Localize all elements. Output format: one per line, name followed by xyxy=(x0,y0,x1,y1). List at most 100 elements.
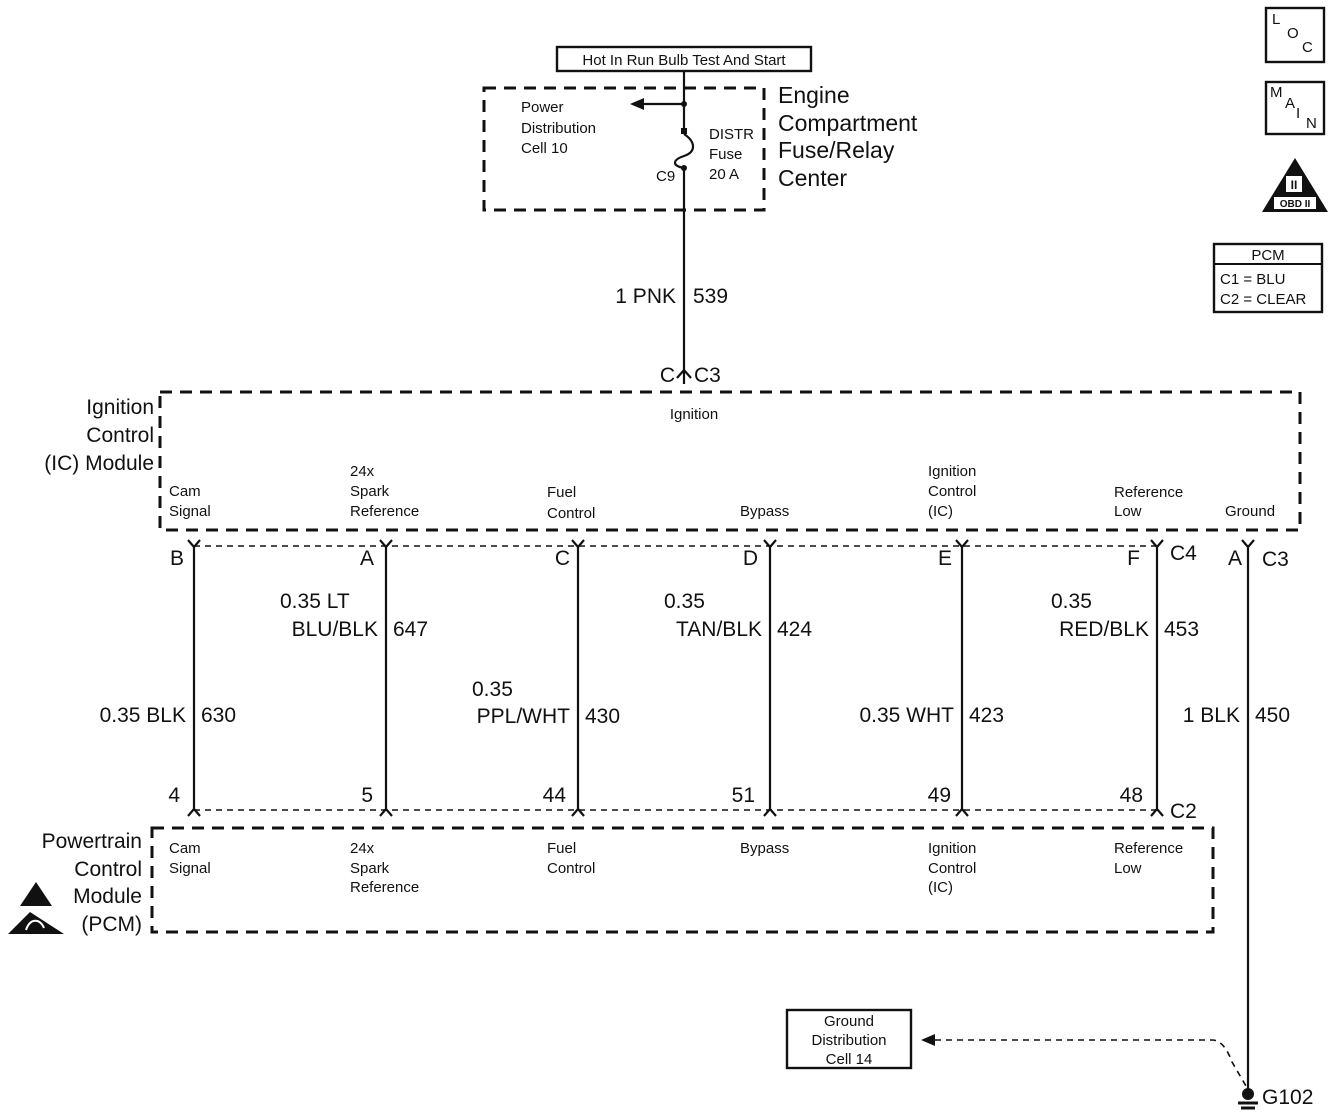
connector-c3-ground-label: C3 xyxy=(1262,548,1289,571)
svg-text:Module: Module xyxy=(73,885,142,908)
pcm-module-box xyxy=(150,826,1215,934)
svg-text:A: A xyxy=(1285,95,1295,112)
svg-text:II: II xyxy=(1291,178,1298,192)
ic-terminal-cam-signal: Cam Signal xyxy=(169,483,211,520)
svg-text:Fuse/Relay: Fuse/Relay xyxy=(778,137,895,163)
svg-text:Ground: Ground xyxy=(1225,503,1275,520)
svg-text:Reference: Reference xyxy=(1114,484,1183,501)
wire-539-color: 1 PNK xyxy=(615,285,676,308)
wire-423-top-pin: E xyxy=(938,547,952,570)
connector-c4-label: C4 xyxy=(1170,542,1197,565)
svg-text:Control: Control xyxy=(928,860,976,877)
svg-text:Cell 14: Cell 14 xyxy=(826,1051,873,1068)
svg-text:(IC) Module: (IC) Module xyxy=(44,452,154,475)
svg-text:Reference: Reference xyxy=(350,503,419,520)
svg-text:Reference: Reference xyxy=(1114,840,1183,857)
pcm-terminal-cam-signal: Cam Signal xyxy=(169,840,211,877)
wire-539-circuit: 539 xyxy=(693,285,728,308)
svg-text:Control: Control xyxy=(74,858,142,881)
wire-453-circuit: 453 xyxy=(1164,618,1199,641)
svg-text:Cam: Cam xyxy=(169,840,201,857)
esd-warning-icon xyxy=(20,882,52,906)
fuse-center-title: Engine Compartment Fuse/Relay Center xyxy=(778,82,918,191)
svg-text:20 A: 20 A xyxy=(709,166,739,183)
wire-450-color: 1 BLK xyxy=(1183,704,1240,727)
main-icon[interactable]: M A I N xyxy=(1264,80,1326,136)
wire-453-color-2: RED/BLK xyxy=(1059,618,1149,641)
wire-630-bottom-pin: 4 xyxy=(168,784,180,807)
wire-430-bottom-pin: 44 xyxy=(543,784,567,807)
wire-630-top-pin: B xyxy=(170,547,184,570)
svg-text:Ground: Ground xyxy=(824,1013,874,1030)
svg-text:Low: Low xyxy=(1114,503,1142,520)
pcm-terminal-24x-spark-reference: 24x Spark Reference xyxy=(350,840,419,896)
svg-text:Cam: Cam xyxy=(169,483,201,500)
svg-text:Spark: Spark xyxy=(350,483,390,500)
pcm-legend: PCM C1 = BLU C2 = CLEAR xyxy=(1212,242,1324,314)
svg-text:I: I xyxy=(1296,105,1300,122)
ground-symbol-icon xyxy=(1238,1088,1258,1110)
wire-424-top-pin: D xyxy=(743,547,758,570)
svg-text:(IC): (IC) xyxy=(928,503,953,520)
wire-647-bottom-pin: 5 xyxy=(361,784,373,807)
svg-text:Bypass: Bypass xyxy=(740,840,789,857)
fuse-label: DISTR Fuse 20 A xyxy=(709,126,754,183)
wire-424: D 51 0.35 TAN/BLK 424 xyxy=(664,539,812,817)
arrow-left-icon xyxy=(921,1034,935,1046)
fuse-center-box xyxy=(482,86,766,212)
ic-terminal-reference-low: Reference Low xyxy=(1114,484,1183,520)
svg-text:C: C xyxy=(1302,39,1313,56)
wire-423: E 49 0.35 WHT 423 xyxy=(859,539,1004,817)
svg-text:L: L xyxy=(1272,11,1280,28)
loc-icon[interactable]: L O C xyxy=(1264,6,1326,64)
svg-text:24x: 24x xyxy=(350,463,375,480)
top-pin-label: C xyxy=(660,364,675,387)
svg-text:Bypass: Bypass xyxy=(740,503,789,520)
fuse-icon xyxy=(673,133,695,170)
wire-630-circuit: 630 xyxy=(201,704,236,727)
pcm-terminal-ignition-control: Ignition Control (IC) xyxy=(928,840,976,896)
svg-text:Distribution: Distribution xyxy=(521,120,596,137)
svg-text:C1 = BLU: C1 = BLU xyxy=(1220,271,1285,288)
svg-text:Low: Low xyxy=(1114,860,1142,877)
pcm-terminal-reference-low: Reference Low xyxy=(1114,840,1183,877)
svg-text:Powertrain: Powertrain xyxy=(42,830,142,853)
power-label-box: Hot In Run Bulb Test And Start xyxy=(555,45,813,73)
obd-ii-icon[interactable]: II OBD II xyxy=(1262,158,1328,212)
ignition-label: Ignition xyxy=(670,406,718,423)
wire-430-color-1: 0.35 xyxy=(472,678,513,701)
svg-text:Reference: Reference xyxy=(350,879,419,896)
pcm-module-title: Powertrain Control Module (PCM) xyxy=(42,830,142,936)
svg-text:Fuel: Fuel xyxy=(547,840,576,857)
ground-distribution-label: Ground Distribution Cell 14 xyxy=(811,1013,886,1068)
svg-text:Control: Control xyxy=(86,424,154,447)
wire-423-color: 0.35 WHT xyxy=(859,704,954,727)
ground-distribution-box xyxy=(785,1008,913,1070)
wire-424-bottom-pin: 51 xyxy=(732,784,755,807)
wire-423-circuit: 423 xyxy=(969,704,1004,727)
connector-c3-symbol xyxy=(676,368,692,379)
power-distribution-label: Power Distribution Cell 10 xyxy=(521,99,596,157)
svg-text:M: M xyxy=(1270,84,1283,101)
svg-text:O: O xyxy=(1287,25,1299,42)
svg-text:Ignition: Ignition xyxy=(928,840,976,857)
pcm-terminal-fuel-control: Fuel Control xyxy=(547,840,595,877)
svg-text:Ignition: Ignition xyxy=(86,396,154,419)
svg-text:Engine: Engine xyxy=(778,82,850,108)
svg-text:C2 = CLEAR: C2 = CLEAR xyxy=(1220,291,1306,308)
wire-630-color: 0.35 BLK xyxy=(100,704,186,727)
svg-text:(IC): (IC) xyxy=(928,879,953,896)
svg-text:N: N xyxy=(1306,115,1317,132)
svg-text:Signal: Signal xyxy=(169,860,211,877)
ground-reference-line xyxy=(935,1039,1247,1087)
svg-text:Spark: Spark xyxy=(350,860,390,877)
wire-647-circuit: 647 xyxy=(393,618,428,641)
ic-terminal-bypass: Bypass xyxy=(740,503,789,520)
svg-text:(PCM): (PCM) xyxy=(81,913,142,936)
svg-text:DISTR: DISTR xyxy=(709,126,754,143)
wire-630: B 4 0.35 BLK 630 xyxy=(100,539,236,817)
wire-424-color-1: 0.35 xyxy=(664,590,705,613)
ic-terminal-ignition-control: Ignition Control (IC) xyxy=(928,463,976,520)
wire-424-circuit: 424 xyxy=(777,618,812,641)
